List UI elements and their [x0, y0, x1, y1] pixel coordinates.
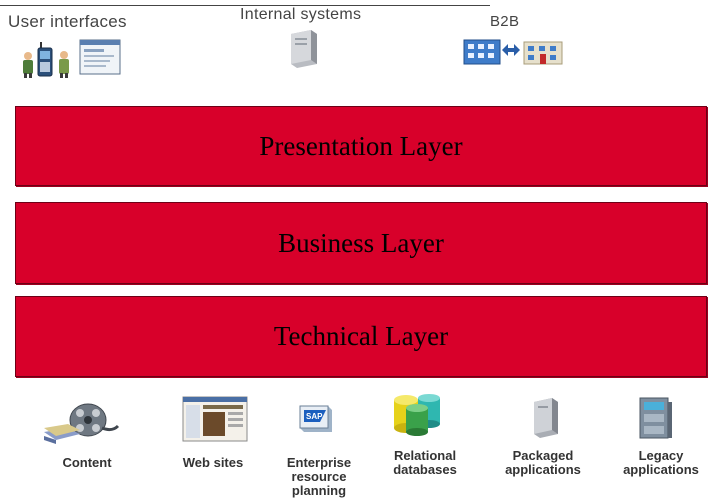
content-label: Content — [62, 455, 112, 470]
person-icon — [59, 51, 69, 78]
database-cylinder-icon — [406, 404, 428, 436]
building-icon — [523, 41, 563, 65]
sap-logo-text: SAP — [306, 412, 323, 421]
legacy-applications-label: Legacy applications — [623, 448, 699, 477]
exchange-arrows-icon — [502, 44, 520, 56]
b2b-buildings-icon — [462, 36, 566, 68]
web-sites-icon — [182, 396, 248, 442]
b2b-label: B2B — [490, 13, 520, 30]
person-icon — [23, 52, 33, 78]
sap-logo — [304, 410, 326, 422]
business-layer: Business Layer — [15, 202, 707, 284]
packaged-applications-icon — [530, 396, 560, 438]
user-interfaces-icon — [22, 36, 132, 78]
technical-layer: Technical Layer — [15, 296, 707, 377]
user-interfaces-label: User interfaces — [8, 12, 127, 31]
presentation-layer-title: Presentation Layer — [259, 130, 463, 161]
internal-server-icon — [285, 28, 319, 68]
web-sites-label: Web sites — [182, 455, 244, 470]
browser-window-icon — [79, 39, 121, 75]
relational-databases-icon — [392, 394, 454, 436]
presentation-layer: Presentation Layer — [15, 106, 707, 186]
books-icon — [44, 424, 80, 444]
building-icon — [463, 39, 501, 65]
content-icon — [40, 398, 120, 444]
film-reel-icon — [69, 403, 120, 437]
erp-icon: SAP — [298, 402, 334, 434]
business-layer-title: Business Layer — [278, 227, 444, 258]
relational-databases-label: Relational databases — [393, 448, 457, 477]
top-rule — [0, 5, 490, 6]
internal-systems-label: Internal systems — [240, 6, 362, 23]
packaged-applications-label: Packaged applications — [505, 448, 581, 477]
legacy-applications-icon — [638, 396, 674, 442]
mobile-phone-icon — [37, 42, 53, 77]
technical-layer-title: Technical Layer — [273, 321, 449, 351]
erp-label: Enterprise resource planning — [286, 455, 352, 498]
